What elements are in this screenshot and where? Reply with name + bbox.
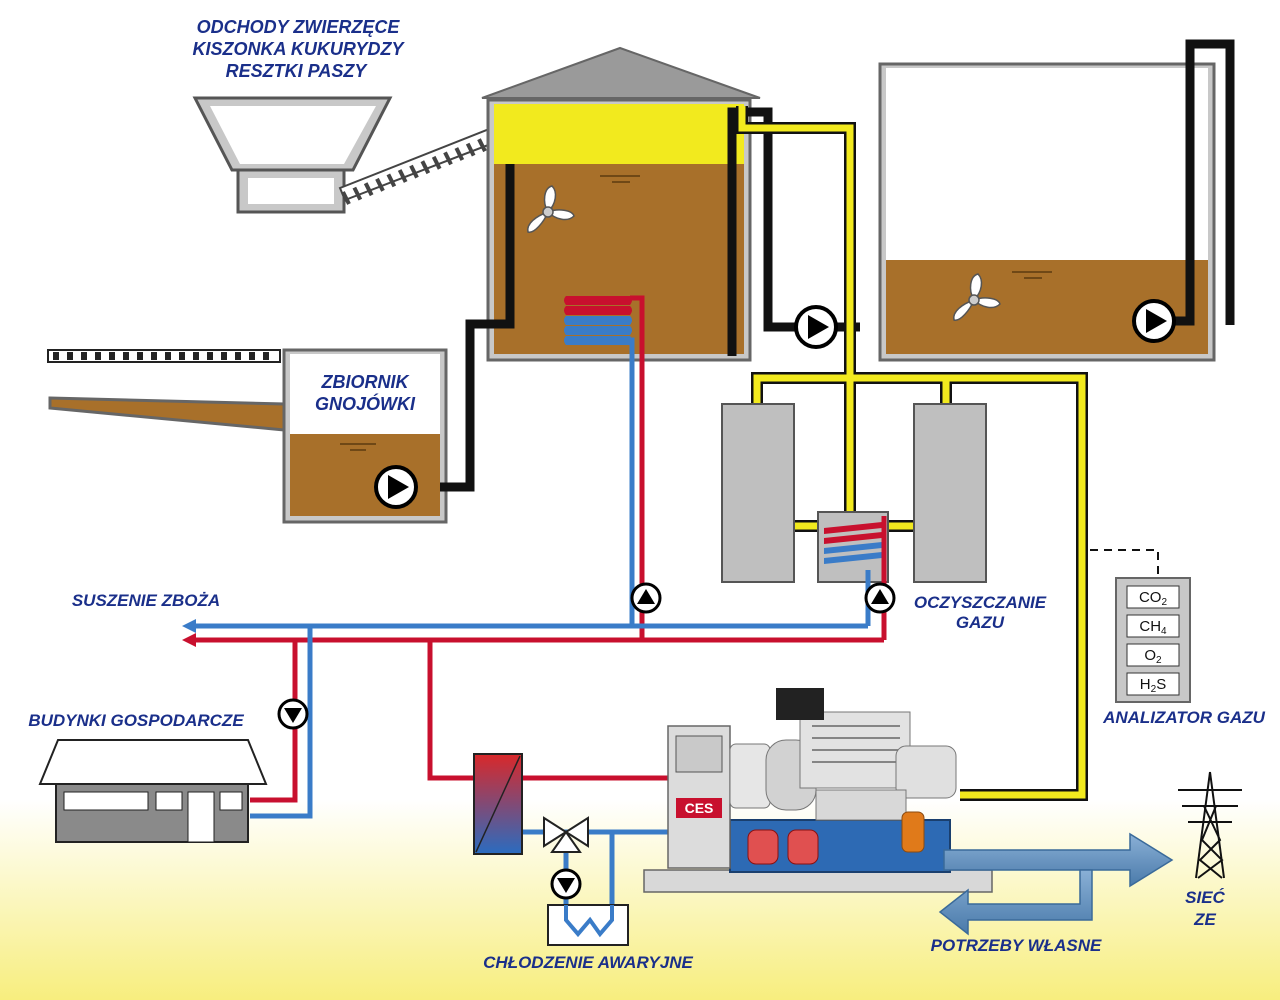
emergency-cooling-pump: [550, 868, 582, 900]
feed-hopper: [192, 96, 393, 214]
biogas-pipes: [736, 106, 1088, 801]
gas-name: CO2: [1139, 589, 1168, 608]
gas-reading-box: [1126, 585, 1180, 609]
feed-label-line1: ODCHODY ZWIERZĘCE: [197, 17, 401, 37]
gas-cooler-coil: [824, 522, 882, 564]
feed-label-line2: KISZONKA KUKURYDZY: [192, 39, 405, 59]
own-needs-label: POTRZEBY WŁASNE: [931, 936, 1102, 955]
slurry-pump: [374, 465, 418, 509]
farm-building: [38, 739, 268, 843]
grain-drying-label: SUSZENIE ZBOŻA: [72, 591, 220, 610]
grid-label-line1: SIEĆ: [1185, 888, 1225, 907]
slurry-tank-label-line1: ZBIORNIK: [321, 372, 411, 392]
gas-cleaning-units: [721, 403, 987, 583]
gas-reading-box: [1126, 672, 1180, 696]
gas-cleaning-label-line2: GAZU: [956, 613, 1005, 632]
digester-tank: [481, 46, 761, 362]
digester-heating-coil: [564, 296, 632, 345]
grid-label-line2: ZE: [1193, 910, 1216, 929]
hot-water-pipes: [190, 295, 887, 803]
emergency-cooler: [547, 904, 629, 946]
gas-cooling-pump: [864, 582, 896, 614]
gas-name: O2: [1144, 647, 1162, 666]
feed-label-line3: RESZTKI PASZY: [226, 61, 369, 81]
gas-name: CH4: [1139, 618, 1167, 637]
slurry-tank: [47, 348, 448, 524]
heat-exchanger: [473, 753, 523, 855]
farm-buildings-label: BUDYNKI GOSPODARCZE: [28, 711, 244, 730]
ces-badge: [676, 798, 722, 818]
chp-engine: CES: [643, 688, 993, 893]
gas-analyzer-label: ANALIZATOR GAZU: [1102, 708, 1266, 727]
svg-text:CES: CES: [685, 800, 714, 816]
storage-pump: [1132, 299, 1176, 343]
digester-transfer-pump: [794, 305, 838, 349]
three-way-valve: [543, 816, 589, 853]
emergency-cooling-label: CHŁODZENIE AWARYJNE: [483, 953, 693, 972]
slurry-tank-label-line2: GNOJÓWKI: [315, 393, 416, 414]
power-pylon-icon: [1178, 771, 1242, 879]
flow-arrows: [182, 619, 196, 647]
power-output-arrows: [938, 832, 1174, 936]
farm-heating-pump: [277, 698, 309, 730]
gas-reading-box: [1126, 614, 1180, 638]
labels: ODCHODY ZWIERZĘCE KISZONKA KUKURYDZY RES…: [28, 17, 1265, 972]
gas-name: H2S: [1140, 676, 1166, 695]
gas-reading-box: [1126, 643, 1180, 667]
heating-circulation-pump: [630, 582, 662, 614]
gas-cleaning-label-line1: OCZYSZCZANIE: [914, 593, 1047, 612]
